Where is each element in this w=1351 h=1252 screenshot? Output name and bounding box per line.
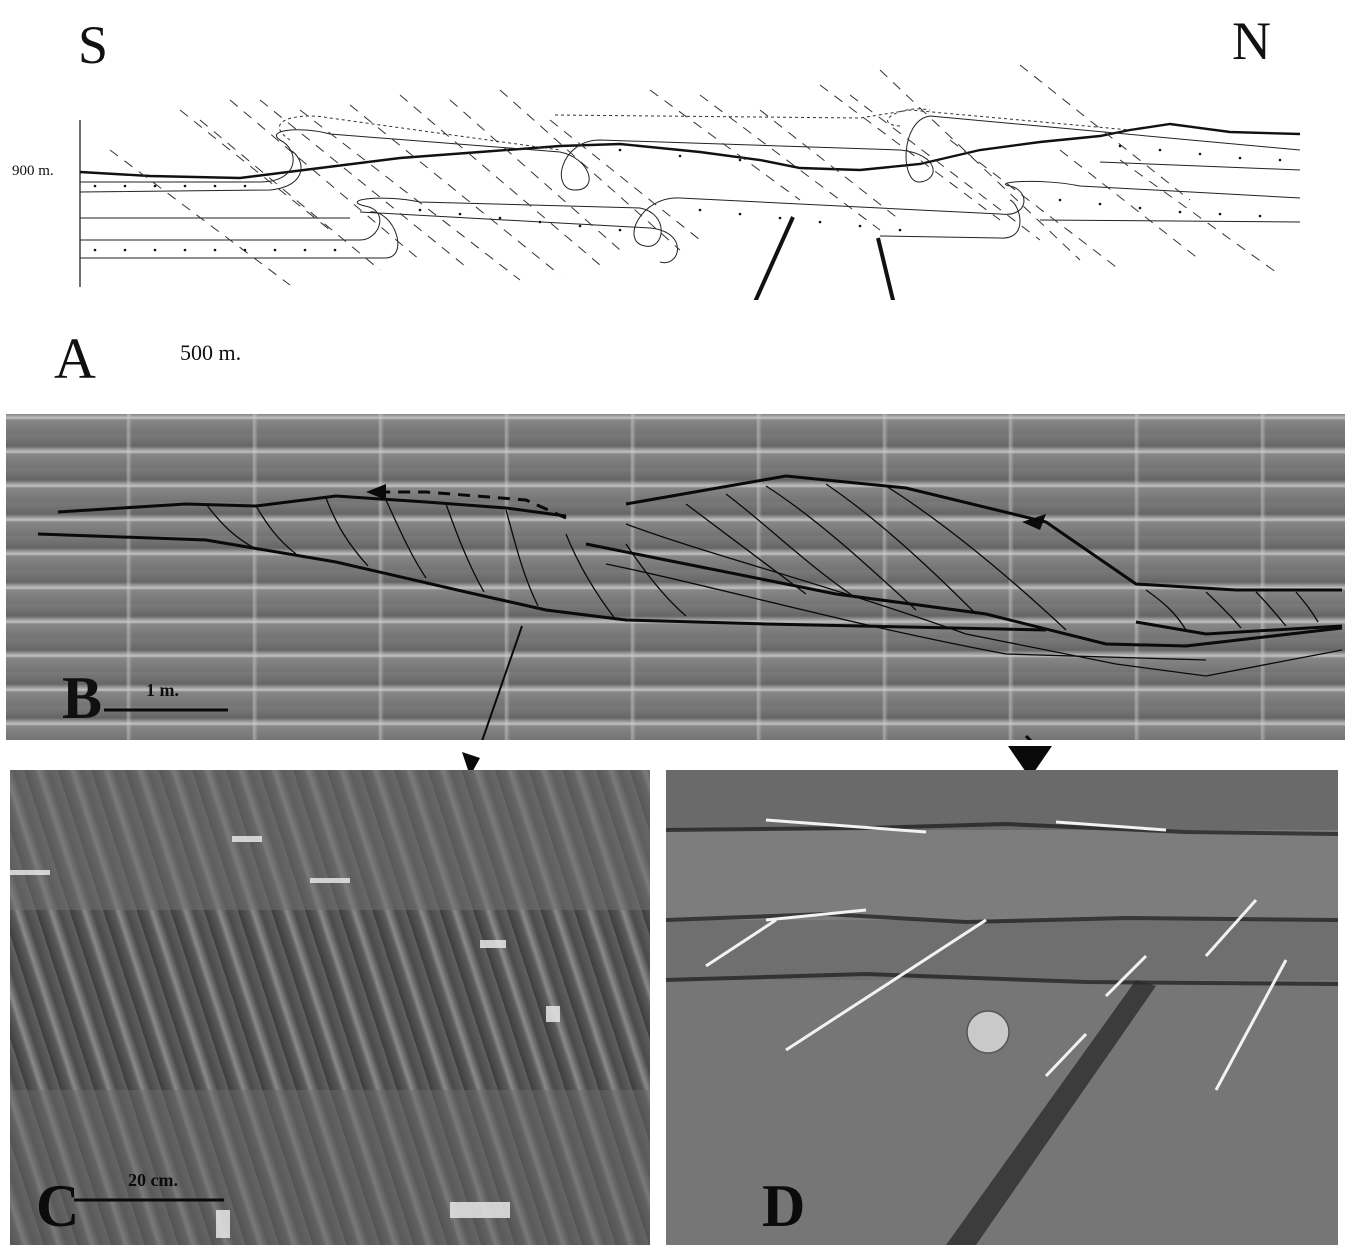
panel-b-label: B — [62, 668, 102, 728]
panel-c-texture — [10, 770, 650, 1245]
panel-b-interpretation — [6, 414, 1345, 740]
panel-d-label: D — [762, 1176, 805, 1236]
panel-a-cross-section — [0, 0, 1351, 300]
panel-c-scale-label: 20 cm. — [128, 1170, 178, 1191]
panel-c-label: C — [36, 1176, 79, 1236]
panel-b-scale-label: 1 m. — [146, 680, 179, 701]
panel-c-photo: C 20 cm. — [10, 770, 650, 1245]
panel-a-label: A — [54, 330, 96, 388]
panel-a-scale-label: 500 m. — [180, 340, 241, 366]
elevation-label: 900 m. — [12, 163, 54, 180]
panel-b-photo: B 1 m. — [6, 414, 1345, 740]
panel-d-photo: D — [666, 770, 1338, 1245]
